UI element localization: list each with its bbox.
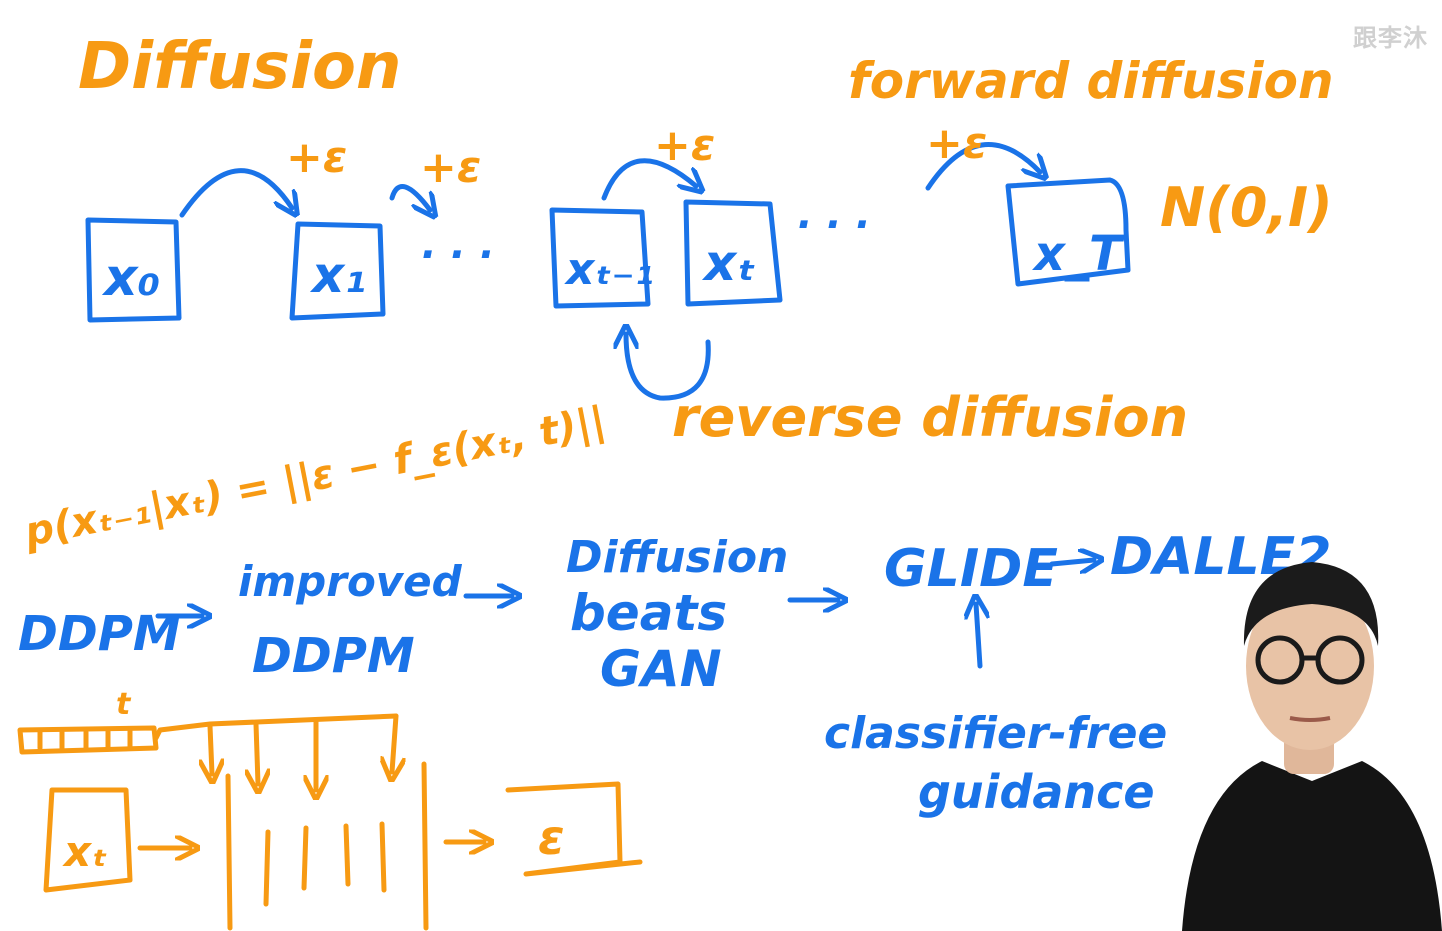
time-label: t bbox=[116, 687, 132, 722]
loss-formula: p(xₜ₋₁|xₜ) = ||ε − f_ε(xₜ, t)|| bbox=[20, 398, 609, 557]
gaussian-label: N(0,I) bbox=[1160, 176, 1333, 239]
noise-label-4: +ε bbox=[926, 118, 987, 169]
noise-label-2: +ε bbox=[420, 142, 481, 193]
forward-arrow-4 bbox=[925, 142, 1040, 191]
presenter-shirt bbox=[1182, 761, 1442, 931]
state-label-x1: x₁ bbox=[309, 246, 366, 304]
forward-arrow-3 bbox=[601, 158, 696, 201]
timeline-improved: improved bbox=[238, 557, 463, 606]
timeline-ddpm: DDPM bbox=[18, 606, 181, 662]
reverse-arrow bbox=[626, 334, 711, 401]
state-label-xt-minus-1: xₜ₋₁ bbox=[564, 244, 654, 295]
channel-watermark: 跟李沐 bbox=[1353, 24, 1428, 52]
timeline-arrow-4 bbox=[1049, 560, 1094, 564]
output-label: ε bbox=[538, 810, 565, 866]
time-embedding-bar bbox=[17, 725, 159, 755]
timeline-guidance-1: classifier-free bbox=[824, 708, 1167, 759]
ellipsis-2: · · · bbox=[796, 202, 869, 248]
presenter bbox=[1182, 562, 1442, 931]
state-label-x0: x₀ bbox=[101, 248, 160, 308]
forward-arrow-2 bbox=[389, 184, 430, 210]
input-box bbox=[43, 787, 133, 893]
noise-label-1: +ε bbox=[286, 132, 347, 183]
timeline-guidance-2: guidance bbox=[918, 765, 1155, 819]
state-label-xT: x_T bbox=[1032, 226, 1125, 282]
state-x1: x₁ bbox=[289, 221, 386, 321]
noise-label-3: +ε bbox=[654, 120, 715, 171]
unet-sketch: t xₜ ε bbox=[17, 687, 643, 931]
presenter-face bbox=[1246, 582, 1374, 750]
state-label-xt: xₜ bbox=[701, 234, 756, 292]
input-label: xₜ bbox=[62, 827, 107, 876]
timeline-beats-2: beats bbox=[570, 584, 727, 642]
timeline-beats-1: Diffusion bbox=[566, 532, 788, 583]
glasses-icon bbox=[1255, 635, 1365, 685]
network-body bbox=[225, 761, 429, 931]
state-xt: xₜ bbox=[683, 199, 783, 307]
forward-diffusion-label: forward diffusion bbox=[848, 52, 1334, 110]
ellipsis-1: · · · bbox=[420, 232, 493, 278]
guidance-arrow bbox=[976, 604, 980, 669]
title: Diffusion bbox=[78, 30, 401, 104]
forward-arrow-1 bbox=[179, 168, 292, 215]
reverse-diffusion-label: reverse diffusion bbox=[672, 386, 1188, 449]
presenter-hair bbox=[1243, 562, 1379, 646]
output-box bbox=[505, 781, 643, 877]
state-x0: x₀ bbox=[85, 217, 182, 323]
presenter-mouth bbox=[1289, 716, 1331, 722]
timeline-improved-ddpm: DDPM bbox=[252, 628, 415, 684]
timeline-beats-3: GAN bbox=[600, 640, 722, 698]
timeline-glide: GLIDE bbox=[884, 539, 1058, 599]
state-xT: x_T bbox=[1005, 177, 1131, 287]
state-xt-minus-1: xₜ₋₁ bbox=[549, 207, 654, 309]
